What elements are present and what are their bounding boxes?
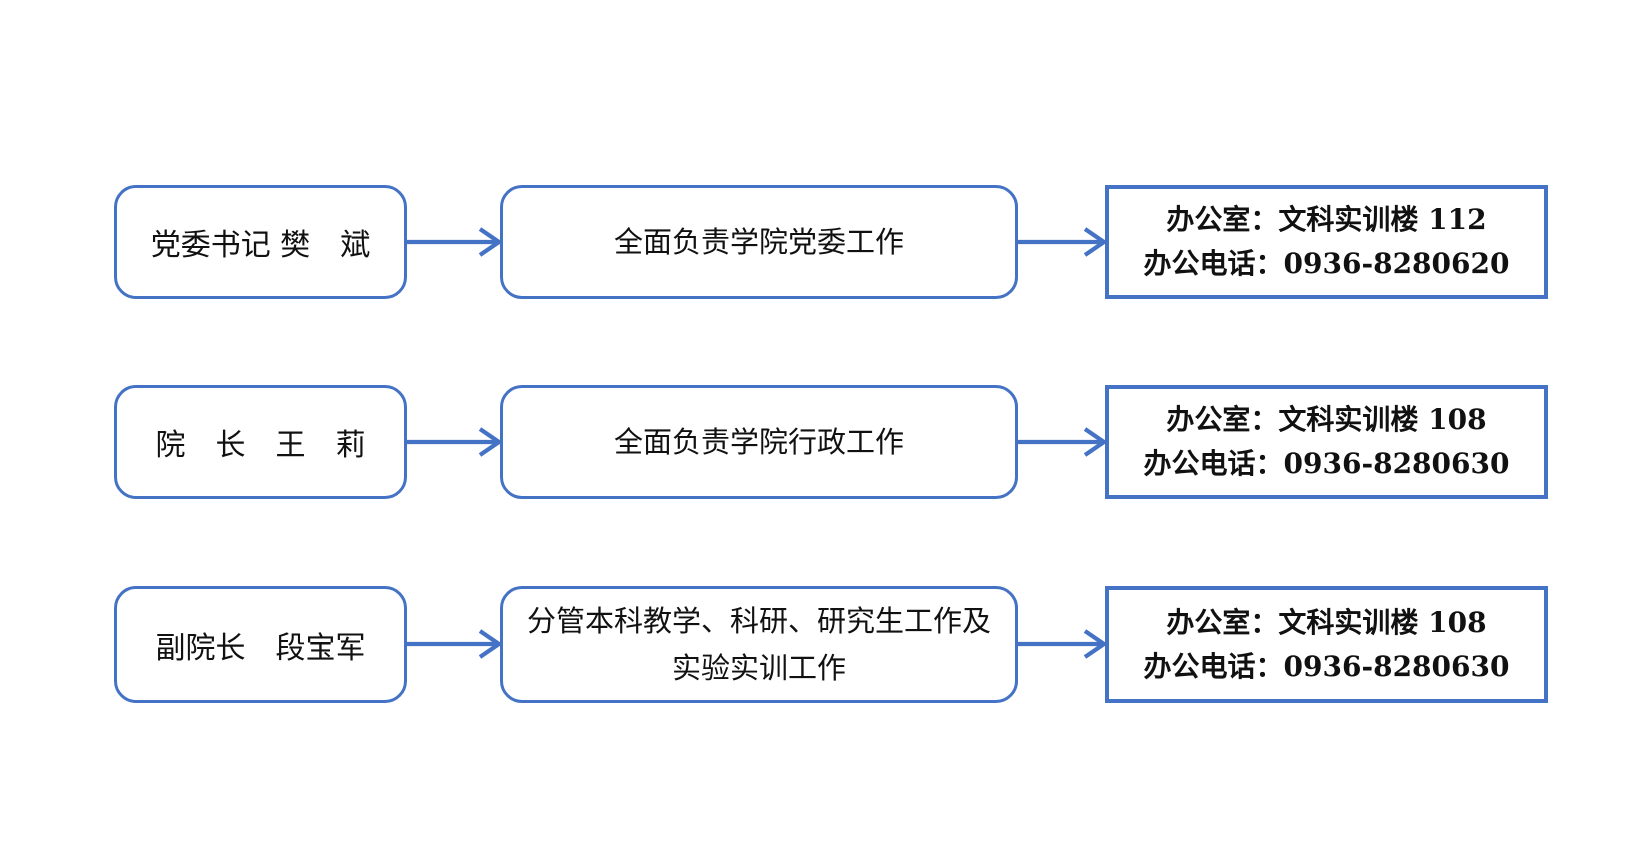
phone-line: 办公电话：0936-8280620	[1143, 247, 1510, 280]
office-line: 办公室：文科实训楼 108	[1166, 403, 1487, 436]
contact-box: 办公室：文科实训楼 108 办公电话：0936-8280630	[1105, 385, 1548, 499]
duty-text: 全面负责学院党委工作	[613, 224, 904, 259]
arrow-right-icon	[1016, 227, 1107, 257]
duty-box: 分管本科教学、科研、研究生工作及实验实训工作	[500, 586, 1018, 703]
duty-text: 分管本科教学、科研、研究生工作及实验实训工作	[526, 603, 991, 685]
phone-line: 办公电话：0936-8280630	[1143, 649, 1510, 683]
office-line: 办公室：文科实训楼 108	[1166, 605, 1487, 639]
person-box: 党委书记 樊 斌	[114, 185, 407, 299]
person-box: 院 长 王 莉	[114, 385, 407, 499]
office-line: 办公室：文科实训楼 112	[1166, 203, 1487, 236]
contact-box: 办公室：文科实训楼 108 办公电话：0936-8280630	[1105, 586, 1548, 703]
arrow-right-icon	[405, 427, 502, 457]
person-name: 院 长 王 莉	[155, 428, 366, 463]
duty-box: 全面负责学院行政工作	[500, 385, 1018, 499]
arrow-right-icon	[405, 227, 502, 257]
person-box: 副院长 段宝军	[114, 586, 407, 703]
person-name: 副院长 段宝军	[155, 630, 366, 666]
arrow-right-icon	[405, 629, 502, 659]
arrow-right-icon	[1016, 427, 1107, 457]
contact-box: 办公室：文科实训楼 112 办公电话：0936-8280620	[1105, 185, 1548, 299]
duty-text: 全面负责学院行政工作	[613, 424, 904, 459]
person-name: 党委书记 樊 斌	[150, 228, 371, 263]
duty-box: 全面负责学院党委工作	[500, 185, 1018, 299]
arrow-right-icon	[1016, 629, 1107, 659]
phone-line: 办公电话：0936-8280630	[1143, 447, 1510, 480]
